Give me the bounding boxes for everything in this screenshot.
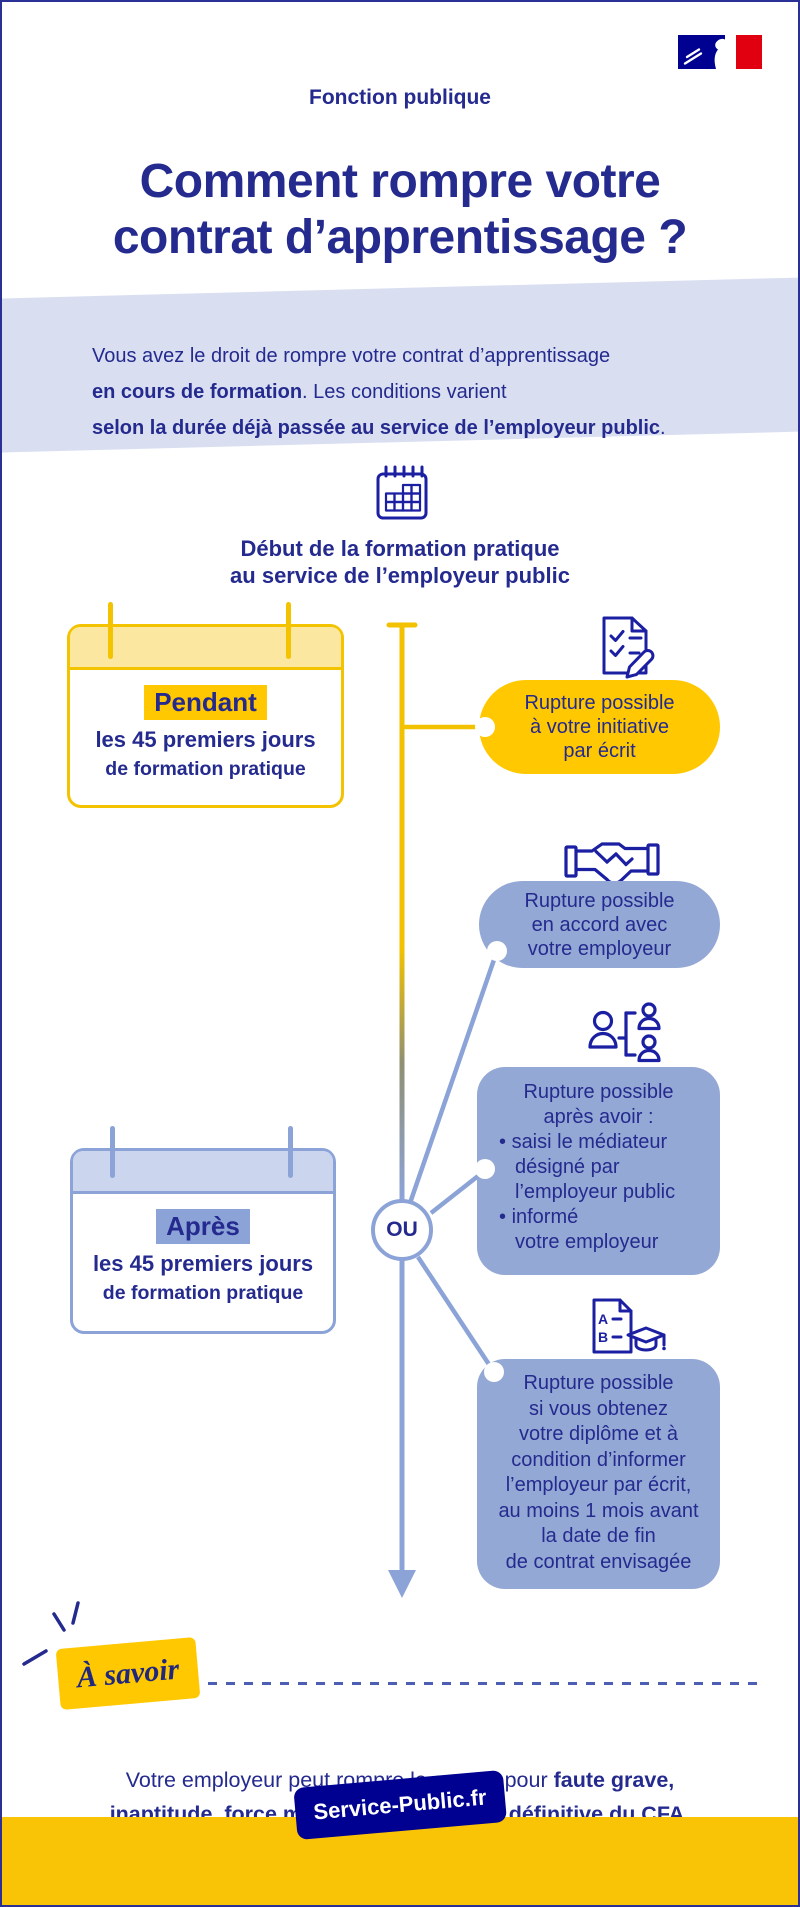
pendant-line1: les 45 premiers jours <box>95 727 316 752</box>
outcome-line: Rupture possible <box>524 692 675 714</box>
outcome-line: l’employeur public <box>515 1181 676 1203</box>
apres-highlight: Après <box>156 1209 250 1244</box>
outcome-line: Rupture possible <box>523 1372 674 1394</box>
title-line2: contrat d’apprentissage ? <box>112 211 688 264</box>
outcome-line: votre diplôme et à <box>519 1423 678 1445</box>
outcome-bullet: saisi le médiateur <box>477 1130 720 1155</box>
calendar-pin <box>286 602 291 659</box>
note-bold1: faute grave, <box>553 1767 675 1792</box>
kicker-fonction-publique: Fonction publique <box>309 86 491 109</box>
intro-line3-rest: . <box>660 417 666 439</box>
diploma-letter-b: B <box>598 1329 608 1345</box>
outcome-line: après avoir : <box>543 1106 654 1128</box>
calendar-card-header <box>70 627 341 670</box>
mediator-people-icon <box>586 1000 674 1071</box>
period-card-pendant: Pendant les 45 premiers jours de formati… <box>67 624 344 808</box>
outcome-line: votre employeur <box>515 1231 659 1253</box>
intro-line3-bold: selon la durée déjà passée au service de… <box>92 417 661 439</box>
outcome-line: votre employeur <box>527 938 672 960</box>
outcome-line: si vous obtenez <box>529 1397 668 1420</box>
calendar-pin <box>110 1126 115 1178</box>
outcome-line: à votre initiative <box>530 716 669 738</box>
checklist-pen-icon <box>594 614 658 685</box>
intro-line2-rest: . Les conditions varient <box>302 381 507 403</box>
outcome-line: de contrat envisagée <box>505 1550 692 1573</box>
intro-text: Vous avez le droit de rompre votre contr… <box>92 338 772 446</box>
outcome-line: au moins 1 mois avant <box>498 1499 699 1522</box>
title-line1: Comment rompre votre <box>139 155 661 208</box>
intro-line1: Vous avez le droit de rompre votre contr… <box>92 345 611 367</box>
start-label-line2: au service de l’employeur public <box>230 563 570 588</box>
french-republic-logo <box>678 34 762 75</box>
apres-line2: de formation pratique <box>102 1282 304 1304</box>
calendar-icon <box>375 464 429 527</box>
or-connector: OU <box>371 1199 433 1261</box>
spark-lines-icon <box>18 1598 88 1678</box>
calendar-pin <box>108 602 113 659</box>
diploma-letter-a: A <box>598 1311 608 1327</box>
outcome-initiative: Rupture possible à votre initiative par … <box>479 680 720 774</box>
period-card-apres: Après les 45 premiers jours de formation… <box>70 1148 336 1334</box>
a-savoir-tag: À savoir <box>55 1637 201 1710</box>
graduation-document-icon: A B <box>588 1295 670 1368</box>
outcome-line: l’employeur par écrit, <box>505 1474 692 1496</box>
outcome-line: désigné par <box>515 1156 620 1178</box>
outcome-diplome: Rupture possible si vous obtenez votre d… <box>477 1359 720 1589</box>
timeline-start-label: Début de la formation pratique au servic… <box>2 535 798 589</box>
outcome-line: Rupture possible <box>524 890 675 912</box>
pendant-line2: de formation pratique <box>105 758 306 780</box>
outcome-line: la date de fin <box>541 1525 656 1547</box>
outcome-line: en accord avec <box>531 914 668 936</box>
outcome-bullet: informé <box>477 1205 720 1230</box>
footer-band <box>2 1817 798 1905</box>
intro-line2-bold: en cours de formation <box>92 381 303 403</box>
outcome-mediateur: Rupture possible après avoir : saisi le … <box>477 1067 720 1275</box>
handshake-icon <box>564 838 660 893</box>
outcome-line: Rupture possible <box>523 1081 674 1103</box>
page-title: Comment rompre votre contrat d’apprentis… <box>2 154 798 266</box>
apres-line1: les 45 premiers jours <box>92 1251 314 1276</box>
pendant-highlight: Pendant <box>144 685 267 720</box>
calendar-pin <box>288 1126 293 1178</box>
dashed-divider <box>208 1682 758 1685</box>
outcome-line: condition d’informer <box>511 1448 686 1471</box>
start-label-line1: Début de la formation pratique <box>240 536 560 561</box>
note-end: . <box>684 1801 691 1826</box>
outcome-accord: Rupture possible en accord avec votre em… <box>479 881 720 968</box>
outcome-line: par écrit <box>563 740 636 762</box>
